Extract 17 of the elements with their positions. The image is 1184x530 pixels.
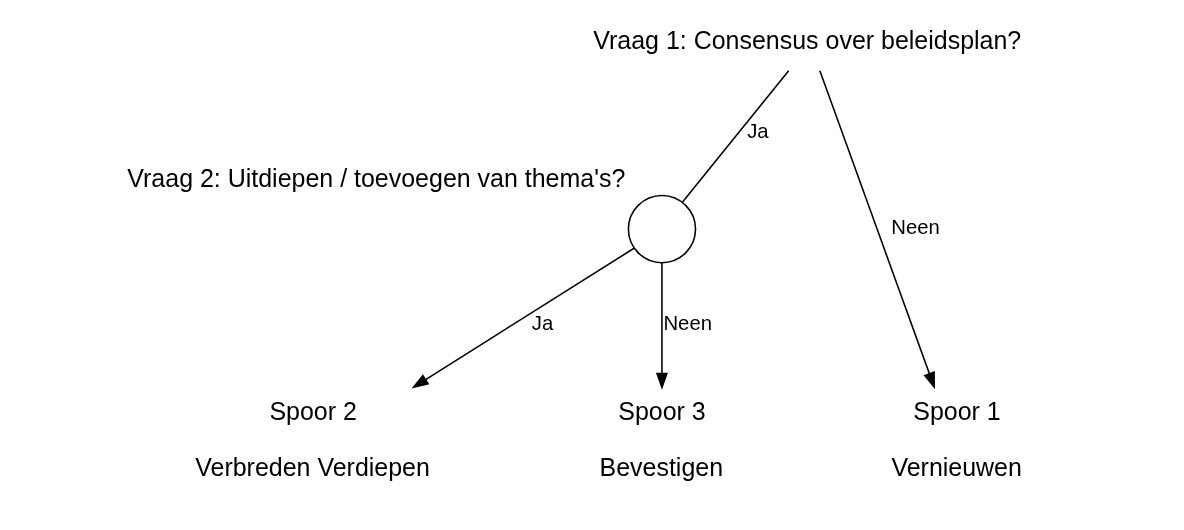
- node-label: Vraag 2: Uitdiepen / toevoegen van thema's?: [126, 164, 625, 193]
- node-circle: [627, 194, 696, 264]
- arrow: [818, 70, 935, 390]
- node-text: Spoor 1: [912, 396, 1001, 425]
- node-label: Vernieuwen: [890, 453, 1022, 482]
- edge-label: Neen: [662, 312, 712, 335]
- node-text: Spoor 3: [617, 396, 706, 425]
- node-label: Verbreden Verdiepen: [194, 453, 430, 482]
- edge-label: Ja: [746, 120, 769, 143]
- arrow: [411, 247, 635, 389]
- connector: [681, 70, 789, 203]
- edge-label: Neen: [890, 216, 940, 239]
- edge-label: Ja: [531, 312, 553, 335]
- node-label: Bevestigen: [599, 453, 723, 482]
- arrow: [655, 262, 668, 390]
- node-text: Vraag 1: Consensus over beleidsplan?: [592, 25, 1021, 54]
- node-text: Spoor 2: [268, 396, 357, 425]
